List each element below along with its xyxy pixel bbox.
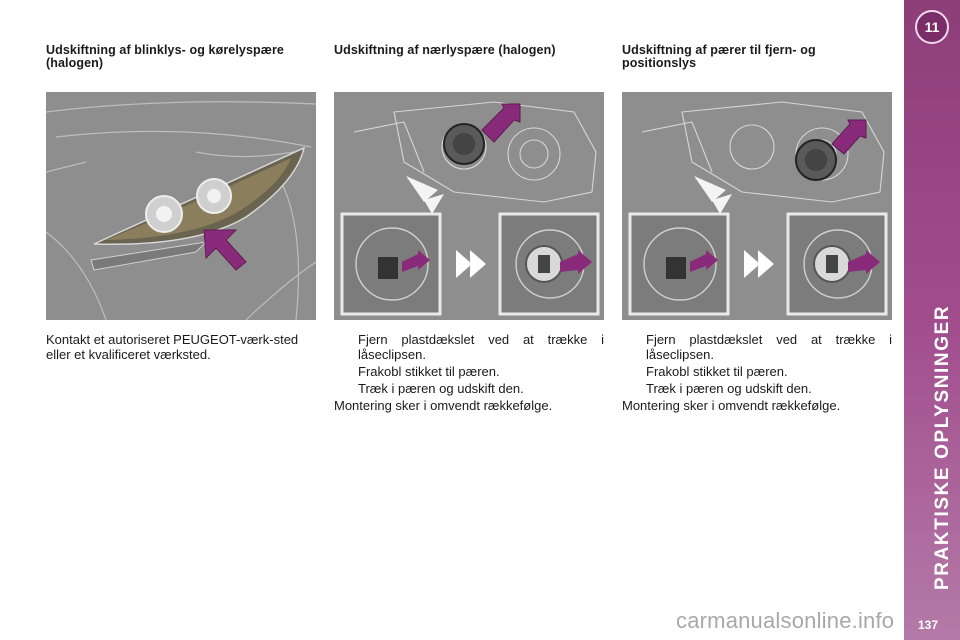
next-step-icon	[744, 250, 774, 278]
heading-high-beam: Udskiftning af pærer til fjern- og posit…	[622, 43, 816, 70]
heading-low-beam: Udskiftning af nærlyspære (halogen)	[334, 43, 556, 57]
instruction-item: Frakobl stikket til pæren.	[646, 364, 788, 379]
pointer-arrow-icon	[690, 250, 718, 272]
pointer-arrow-icon	[481, 103, 521, 143]
column-low-beam: Udskiftning af nærlyspære (halogen)	[334, 43, 604, 413]
reassembly-note: Montering sker i omvendt rækkefølge.	[334, 398, 553, 413]
watermark-text: carmanualsonline.info	[676, 608, 895, 633]
instruction-item: Fjern plastdækslet ved at trække i låsec…	[646, 332, 892, 362]
instruction-item: Frakobl stikket til pæren.	[358, 364, 500, 379]
page-number: 137	[917, 618, 939, 632]
headlamp-illustration	[46, 92, 316, 320]
pointer-arrow-icon	[831, 119, 867, 155]
high-beam-illustration	[622, 92, 892, 320]
instruction-item: Træk i pæren og udskift den.	[358, 381, 524, 396]
reassembly-note: Montering sker i omvendt rækkefølge.	[622, 398, 841, 413]
column-indicator-bulb: Udskiftning af blinklys- og kørelyspære …	[46, 43, 316, 362]
column-high-beam: Udskiftning af pærer til fjern- og posit…	[622, 43, 892, 413]
body-text: Kontakt et autoriseret PEUGEOT-værk-sted…	[46, 332, 299, 362]
section-title: PRAKTISKE OPLYSNINGER	[932, 304, 953, 590]
cover-cap-icon	[443, 123, 485, 165]
pointer-arrow-icon	[203, 229, 247, 271]
heading-indicator-bulb: Udskiftning af blinklys- og kørelyspære …	[46, 43, 284, 70]
chapter-sidebar	[904, 0, 960, 640]
pointer-arrow-icon	[560, 250, 592, 274]
instruction-item: Træk i pæren og udskift den.	[646, 381, 812, 396]
pointer-arrow-icon	[402, 250, 430, 272]
cover-cap-icon	[795, 139, 837, 181]
pointer-arrow-icon	[848, 250, 880, 274]
next-step-icon	[456, 250, 486, 278]
low-beam-illustration	[334, 92, 604, 320]
chapter-badge: 11	[915, 10, 949, 44]
instruction-item: Fjern plastdækslet ved at trække i låsec…	[358, 332, 604, 362]
